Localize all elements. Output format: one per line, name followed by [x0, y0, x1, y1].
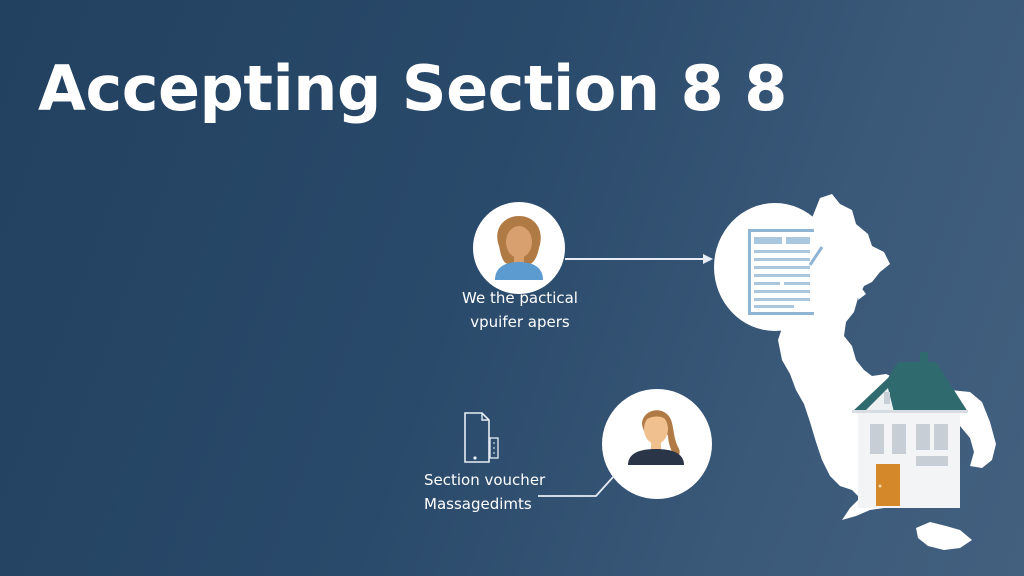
landlord-avatar[interactable]	[602, 389, 712, 499]
arrow-connector	[565, 254, 713, 264]
voucher-caption-line1: Section voucher	[424, 471, 546, 489]
tenant-avatar[interactable]	[473, 202, 565, 294]
woman-avatar-icon	[495, 216, 543, 280]
voucher-caption: Section voucher Massagedimts	[410, 468, 564, 516]
tenant-caption-line2: vpuifer apers	[470, 313, 570, 331]
document-form-icon	[748, 229, 824, 315]
tenant-caption-line1: We the pactical	[462, 289, 578, 307]
elbow-connector	[538, 475, 615, 497]
document-circle[interactable]	[714, 203, 836, 331]
slide-title: Accepting Section 8 8	[38, 52, 787, 125]
house-icon	[852, 352, 968, 508]
phone-document-icon	[464, 412, 499, 463]
woman-ponytail-avatar-icon	[628, 410, 684, 465]
voucher-caption-line2: Massagedimts	[424, 495, 532, 513]
tenant-caption: We the pactical vpuifer apers	[440, 286, 600, 334]
